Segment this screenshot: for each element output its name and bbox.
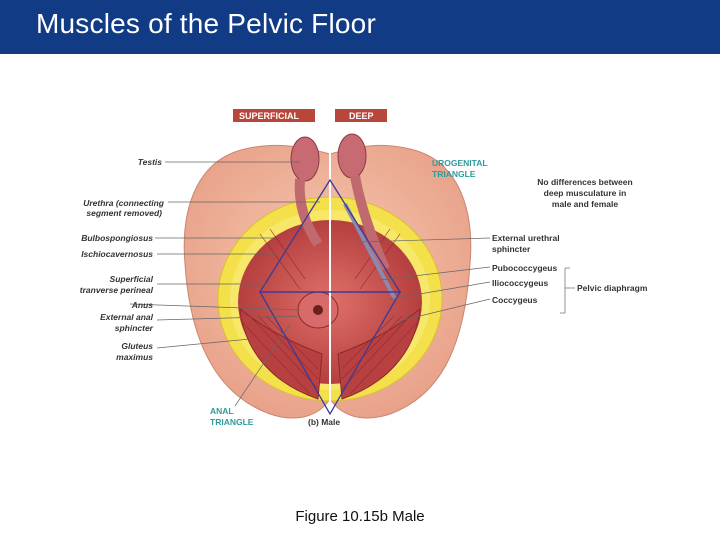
label-urethra-line1: Urethra (connecting — [83, 198, 165, 208]
tab-superficial — [233, 109, 315, 122]
gluteus-left — [239, 307, 323, 400]
deep-strip-right — [343, 203, 397, 300]
label-pelvic-diaphragm: Pelvic diaphragm — [577, 283, 648, 293]
tab-deep-label: DEEP — [349, 111, 374, 121]
tab-deep — [335, 109, 387, 122]
label-urogenital-line2: TRIANGLE — [432, 169, 476, 179]
label-bulbospongiosus: Bulbospongiosus — [81, 233, 153, 243]
label-ext-anal-line1: External anal — [100, 312, 154, 322]
label-ext-urethral-line1: External urethral — [492, 233, 560, 243]
spermatic-cord-left — [294, 178, 323, 247]
gluteus-right — [337, 307, 421, 400]
label-ext-anal-line2: sphincter — [115, 323, 154, 333]
slide-title: Muscles of the Pelvic Floor — [36, 8, 376, 39]
label-pubococcygeus: Pubococcygeus — [492, 263, 557, 273]
pelvic-floor-figure: SUPERFICIAL DEEP Testis Urethra (connect… — [80, 109, 648, 427]
label-sup-transverse-line1: Superficial — [110, 274, 154, 284]
anal-triangle — [258, 291, 402, 416]
note-line3: male and female — [552, 199, 618, 209]
title-bar: Muscles of the Pelvic Floor — [0, 0, 720, 54]
testis-left — [290, 136, 320, 182]
label-iliococcygeus: Iliococcygeus — [492, 278, 548, 288]
label-anal-line1: ANAL — [210, 406, 234, 416]
tab-superficial-label: SUPERFICIAL — [239, 111, 300, 121]
label-coccygeus: Coccygeus — [492, 295, 538, 305]
right-leader-lines — [234, 237, 575, 407]
label-ext-urethral-line2: sphincter — [492, 244, 531, 254]
label-gluteus-line2: maximus — [116, 352, 153, 362]
testis-right — [337, 133, 367, 179]
label-ischiocavernosus: Ischiocavernosus — [81, 249, 153, 259]
label-testis: Testis — [138, 157, 163, 167]
note-line2: deep musculature in — [544, 188, 627, 198]
figure-caption: Figure 10.15b Male — [295, 508, 425, 525]
label-urogenital-line1: UROGENITAL — [432, 158, 488, 168]
note-line1: No differences between — [537, 177, 632, 187]
label-urethra-line2: segment removed) — [86, 208, 162, 218]
left-leader-lines — [129, 161, 320, 349]
label-anal-line2: TRIANGLE — [210, 417, 254, 427]
anus-opening — [313, 305, 323, 315]
label-panel: (b) Male — [308, 417, 340, 427]
spermatic-cord-right — [350, 175, 390, 271]
label-anus: Anus — [131, 300, 154, 310]
label-gluteus-line1: Gluteus — [121, 341, 153, 351]
label-sup-transverse-line2: tranverse perineal — [80, 285, 154, 295]
